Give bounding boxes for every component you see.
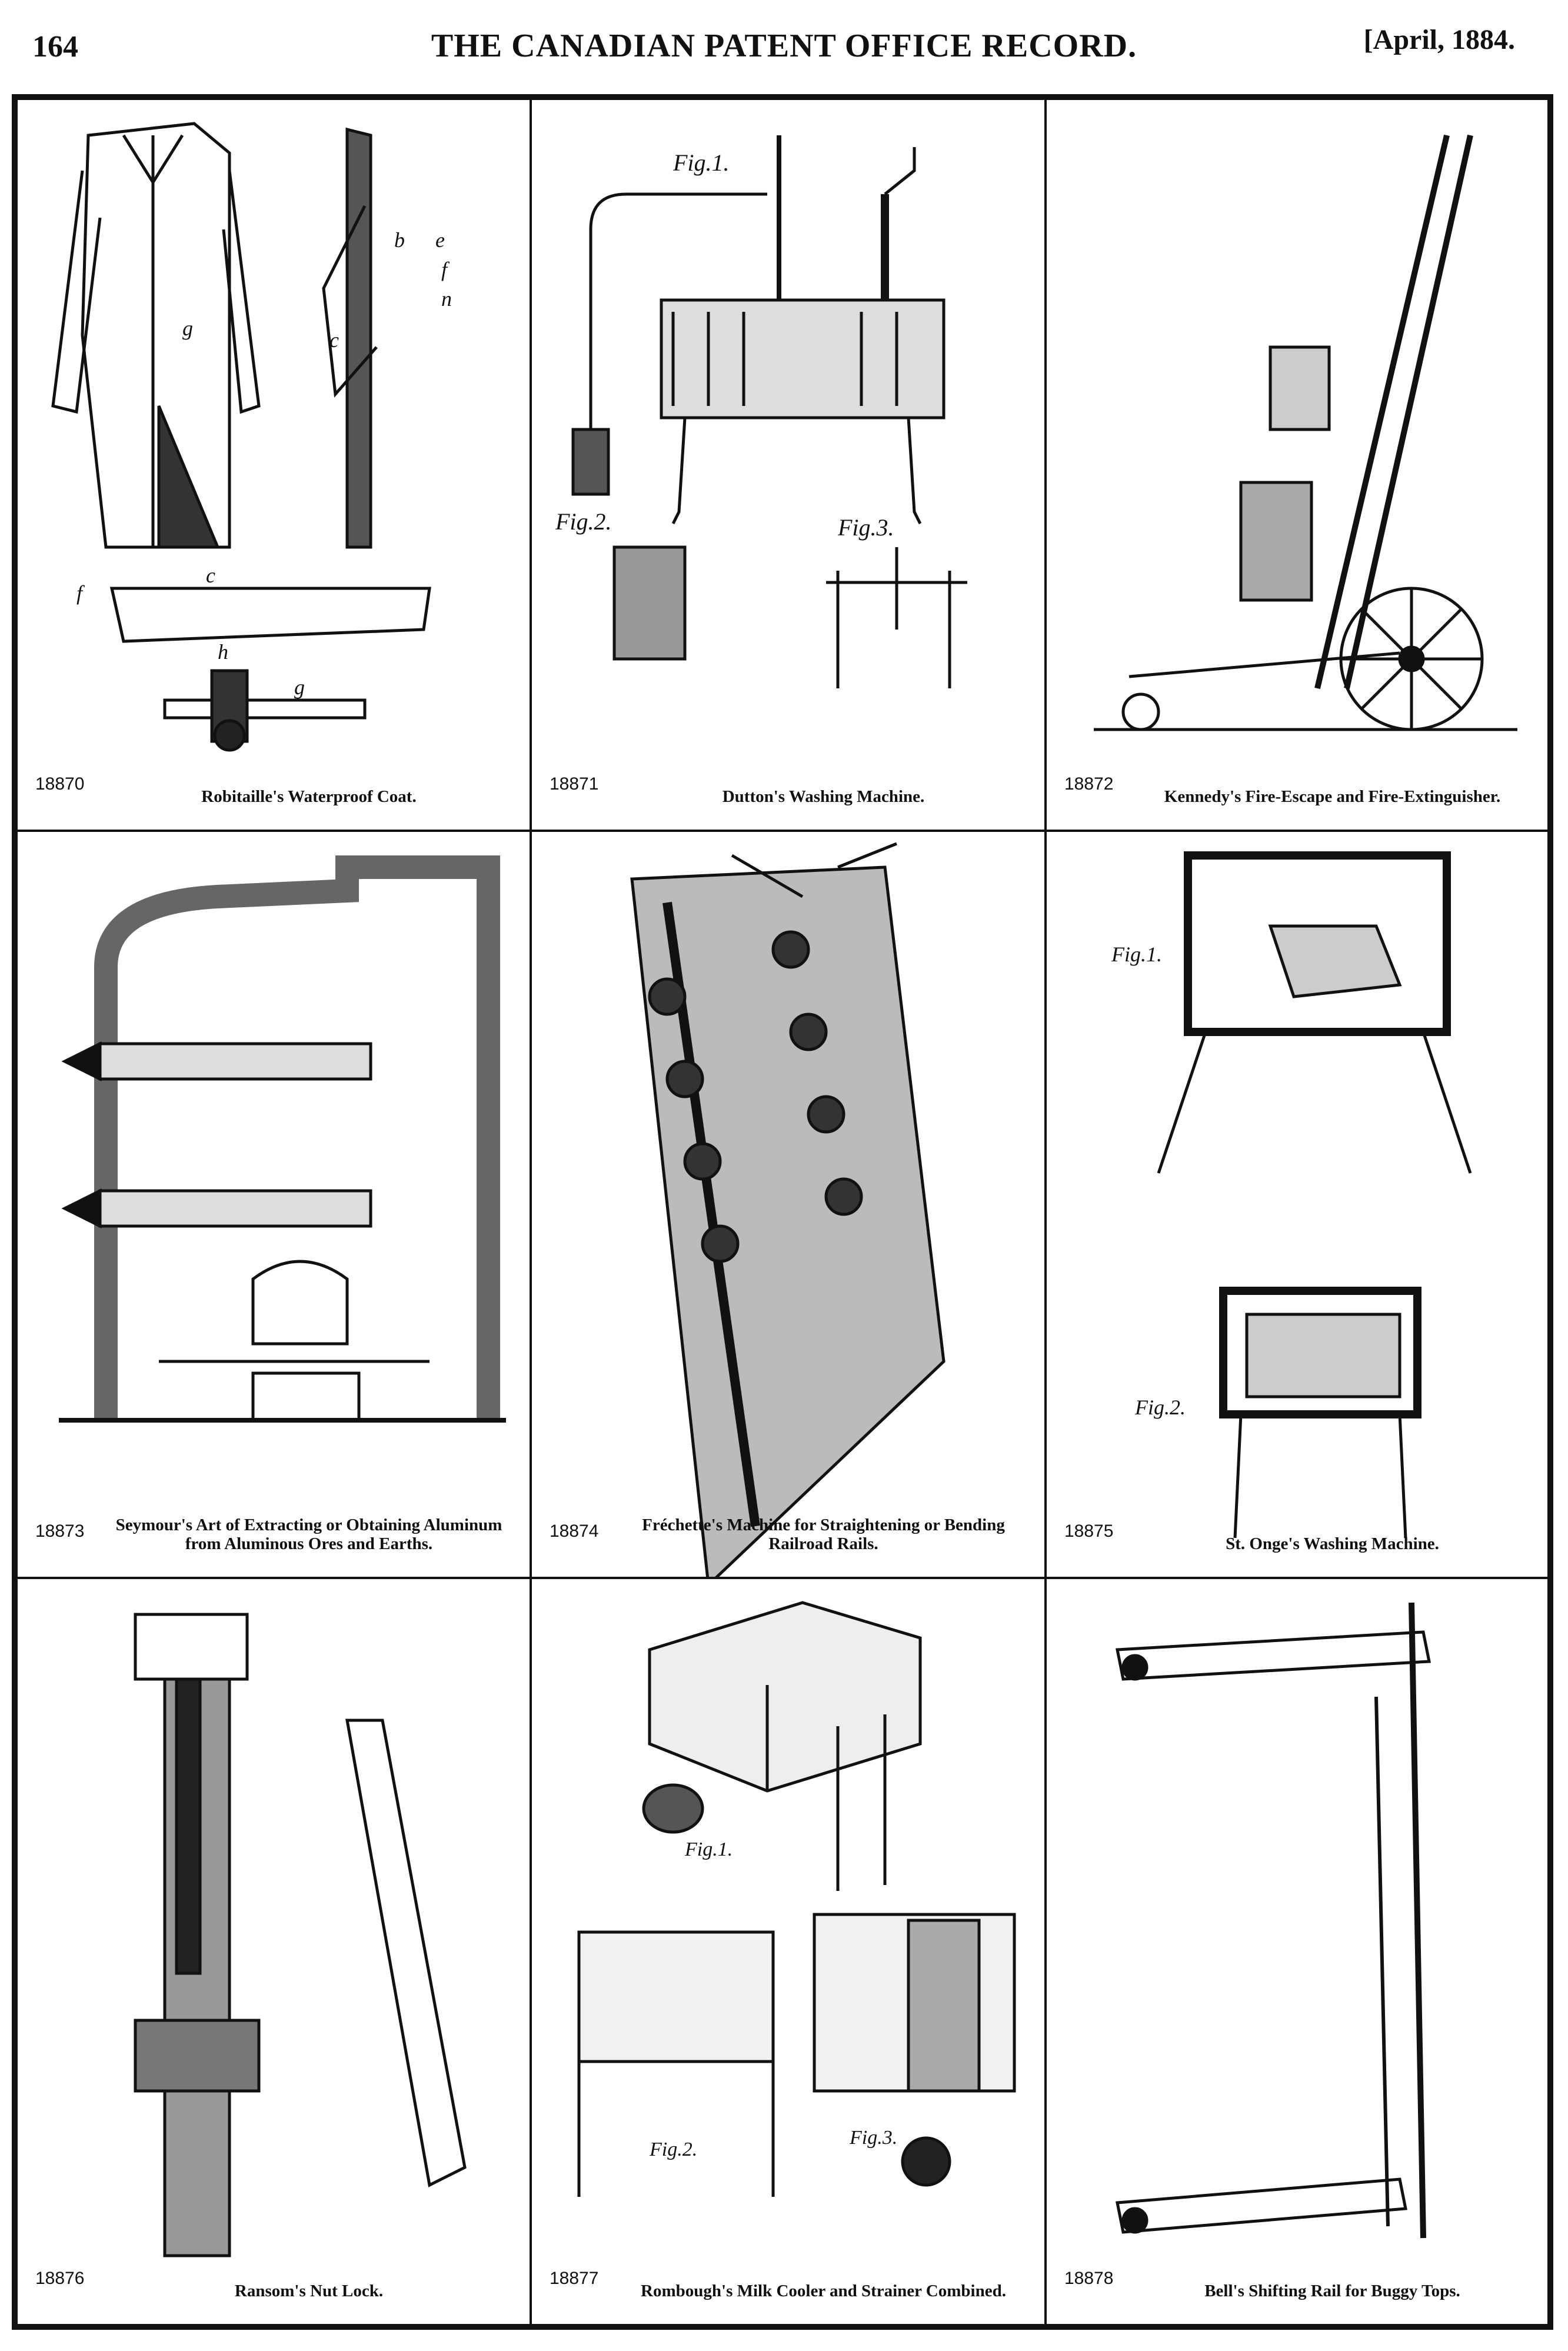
patent-cell-18873: 18873 Seymour's Art of Extracting or Obt… [18,832,530,1577]
patent-title: Rombough's Milk Cooler and Strainer Comb… [641,2282,1006,2300]
patent-number: 18873 [35,1521,85,1541]
publication-title: THE CANADIAN PATENT OFFICE RECORD. [431,28,1137,64]
figure-label: Fig.2. [1134,1396,1186,1419]
figure-label: Fig.2. [555,508,612,535]
patent-number: 18874 [550,1521,599,1541]
svg-text:e: e [435,228,445,252]
patent-number: 18875 [1064,1521,1114,1541]
patent-caption-18877: 18877 Rombough's Milk Cooler and Straine… [532,2247,1044,2312]
patent-number: 18870 [35,774,85,794]
aluminum-furnace-illustration [59,855,506,1423]
patent-cell-18875: Fig.1. Fig.2. 18875 St. Onge's Washing M… [1047,832,1547,1577]
figure-label: Fig.3. [849,2127,897,2149]
patent-title: Fréchette's Machine for Straightening or… [642,1516,1005,1553]
patent-cell-18878: 18878 Bell's Shifting Rail for Buggy Top… [1047,1579,1547,2324]
figure-label: Fig.1. [673,149,730,176]
patent-cell-18871: Fig.1. Fig.2. Fig.3. 18871 Dutton's Wash… [532,100,1044,830]
patent-title: Dutton's Washing Machine. [722,787,925,806]
patent-caption-18870: 18870 Robitaille's Waterproof Coat. [18,753,530,818]
column-divider-1 [530,100,532,2324]
patent-caption-18873: 18873 Seymour's Art of Extracting or Obt… [18,1500,530,1565]
patent-caption-18878: 18878 Bell's Shifting Rail for Buggy Top… [1047,2247,1547,2312]
svg-text:f: f [76,581,85,605]
patent-number: 18876 [35,2269,85,2288]
patent-number: 18872 [1064,774,1114,794]
svg-text:h: h [218,640,228,664]
row-divider-2 [18,1577,1547,1579]
patent-caption-18871: 18871 Dutton's Washing Machine. [532,753,1044,818]
svg-text:n: n [441,287,452,311]
svg-text:c: c [329,328,339,352]
buggy-shifting-rail-illustration [1115,1602,1431,2239]
patent-number: 18877 [550,2269,599,2288]
patent-title: Ransom's Nut Lock. [234,2282,384,2300]
svg-text:g: g [294,675,305,699]
svg-text:b: b [394,228,405,252]
column-divider-2 [1044,100,1047,2324]
figure-label: Fig.3. [837,514,894,541]
svg-text:g: g [182,317,193,340]
patent-cell-18876: 18876 Ransom's Nut Lock. [18,1579,530,2324]
row-divider-1 [18,830,1547,832]
page-number: 164 [32,30,78,64]
figure-label: Fig.1. [684,1839,733,1860]
svg-text:c: c [206,564,215,587]
st-onge-washing-machine-illustration: Fig.1. Fig.2. [1111,851,1472,1539]
patent-number: 18878 [1064,2269,1114,2288]
page-header: 164 THE CANADIAN PATENT OFFICE RECORD. [… [0,24,1568,76]
patent-title: Robitaille's Waterproof Coat. [201,787,417,806]
patent-caption-18875: 18875 St. Onge's Washing Machine. [1047,1500,1547,1565]
rail-straightening-machine-illustration [630,842,946,1577]
patent-title: Bell's Shifting Rail for Buggy Tops. [1204,2282,1460,2300]
nut-lock-illustration [134,1613,467,2257]
patent-cell-18877: Fig.1. Fig.2. Fig.3. 18877 Rombough's Mi… [532,1579,1044,2324]
fire-escape-illustration [1094,134,1517,731]
patent-cell-18874: 18874 Fréchette's Machine for Straighten… [532,832,1044,1577]
patent-caption-18874: 18874 Fréchette's Machine for Straighten… [532,1500,1044,1565]
patent-caption-18872: 18872 Kennedy's Fire-Escape and Fire-Ext… [1047,753,1547,818]
figure-label: Fig.2. [649,2139,697,2160]
patent-caption-18876: 18876 Ransom's Nut Lock. [18,2247,530,2312]
patent-title: Seymour's Art of Extracting or Obtaining… [115,1516,502,1553]
svg-text:f: f [441,258,450,281]
patent-title: St. Onge's Washing Machine. [1226,1534,1439,1553]
patent-cell-18872: 18872 Kennedy's Fire-Escape and Fire-Ext… [1047,100,1547,830]
washing-machine-illustration: Fig.1. Fig.2. Fig.3. [555,135,967,688]
milk-cooler-illustration: Fig.1. Fig.2. Fig.3. [577,1601,1016,2197]
patent-title: Kennedy's Fire-Escape and Fire-Extinguis… [1164,787,1501,806]
issue-date: [April, 1884. [1363,24,1515,55]
patent-number: 18871 [550,774,599,794]
figure-label: Fig.1. [1111,943,1162,966]
